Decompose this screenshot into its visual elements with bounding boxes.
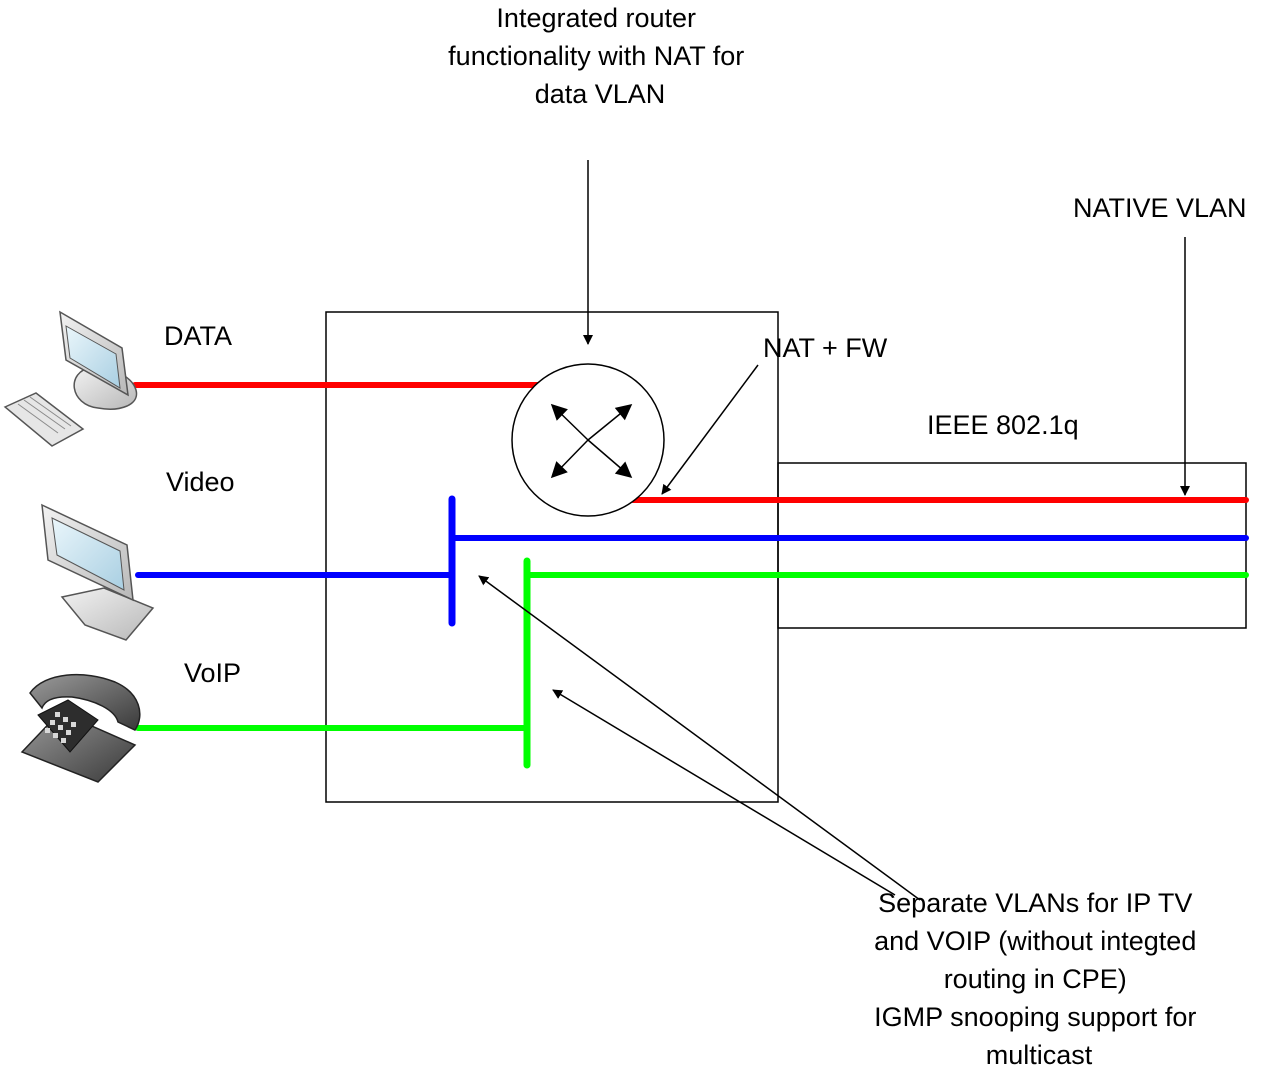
monitor-icon [41,503,155,641]
vlan-note-line: routing in CPE) [944,964,1127,994]
router-note: Integrated router functionality with NAT… [448,3,752,109]
router-icon [511,363,665,517]
voip-label: VoIP [184,658,241,688]
computer-icon [3,310,138,447]
video-vlan-lines [135,495,1249,627]
vlan-note: Separate VLANs for IP TV and VOIP (witho… [874,888,1204,1070]
router-note-line: Integrated router [496,3,696,33]
vlan-note-line: Separate VLANs for IP TV [878,888,1192,918]
router-note-line: functionality with NAT for [448,41,744,71]
ieee-label: IEEE 802.1q [927,410,1079,440]
trunk-box [777,462,1247,629]
data-label: DATA [164,321,232,351]
pointer-arrows [478,160,1190,901]
native-vlan-label: NATIVE VLAN [1073,193,1247,223]
video-label: Video [166,467,235,497]
voip-vlan-lines [135,557,1249,769]
router-note-line: data VLAN [535,79,666,109]
data-vlan-lines [132,382,1249,503]
voip-vlan-note-arrow [552,689,896,896]
vlan-note-line: IGMP snooping support for [874,1002,1196,1032]
vlan-note-line: and VOIP (without integted [874,926,1196,956]
video-vlan-note-arrow [478,575,921,901]
vlan-note-line: multicast [986,1040,1093,1070]
nat-fw-arrow [661,364,759,495]
nat-fw-label: NAT + FW [763,333,888,363]
telephone-icon [20,673,141,783]
